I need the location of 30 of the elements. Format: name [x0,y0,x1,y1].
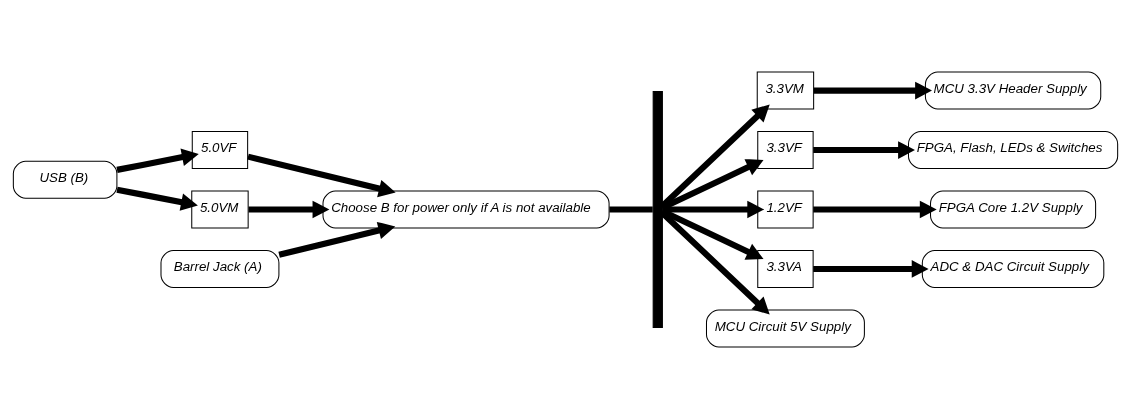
arrow [662,200,765,219]
node-bar [652,91,663,328]
arrow [813,81,932,100]
arrow [660,104,770,209]
arrow [813,200,937,219]
node-box: 3.3VA [757,250,814,288]
node-box: FPGA Core 1.2V Supply [930,190,1097,229]
arrow [661,208,764,260]
connector [609,206,653,213]
node-box: Choose B for power only if A is not available [322,190,610,229]
arrow [248,200,330,219]
node-box: MCU 3.3V Header Supply [924,71,1102,110]
node-box: 5.0VF [191,131,249,169]
node-box: USB (B) [12,160,118,199]
arrow [813,260,929,278]
node-box: MCU Circuit 5V Supply [705,309,865,348]
arrow [661,159,764,211]
node-box: 3.3VF [757,131,814,169]
arrow [247,153,396,198]
node-box: 1.2VF [757,190,814,229]
arrow [116,148,199,173]
arrow [660,210,770,315]
node-box: FPGA, Flash, LEDs & Switches [907,131,1119,169]
arrow [278,221,396,258]
arrow [813,141,915,159]
node-box: 3.3VM [756,71,815,110]
node-box: 5.0VM [191,190,249,229]
node-box: Barrel Jack (A) [160,250,280,288]
node-box: ADC & DAC Circuit Supply [921,250,1105,288]
arrow [116,186,198,211]
